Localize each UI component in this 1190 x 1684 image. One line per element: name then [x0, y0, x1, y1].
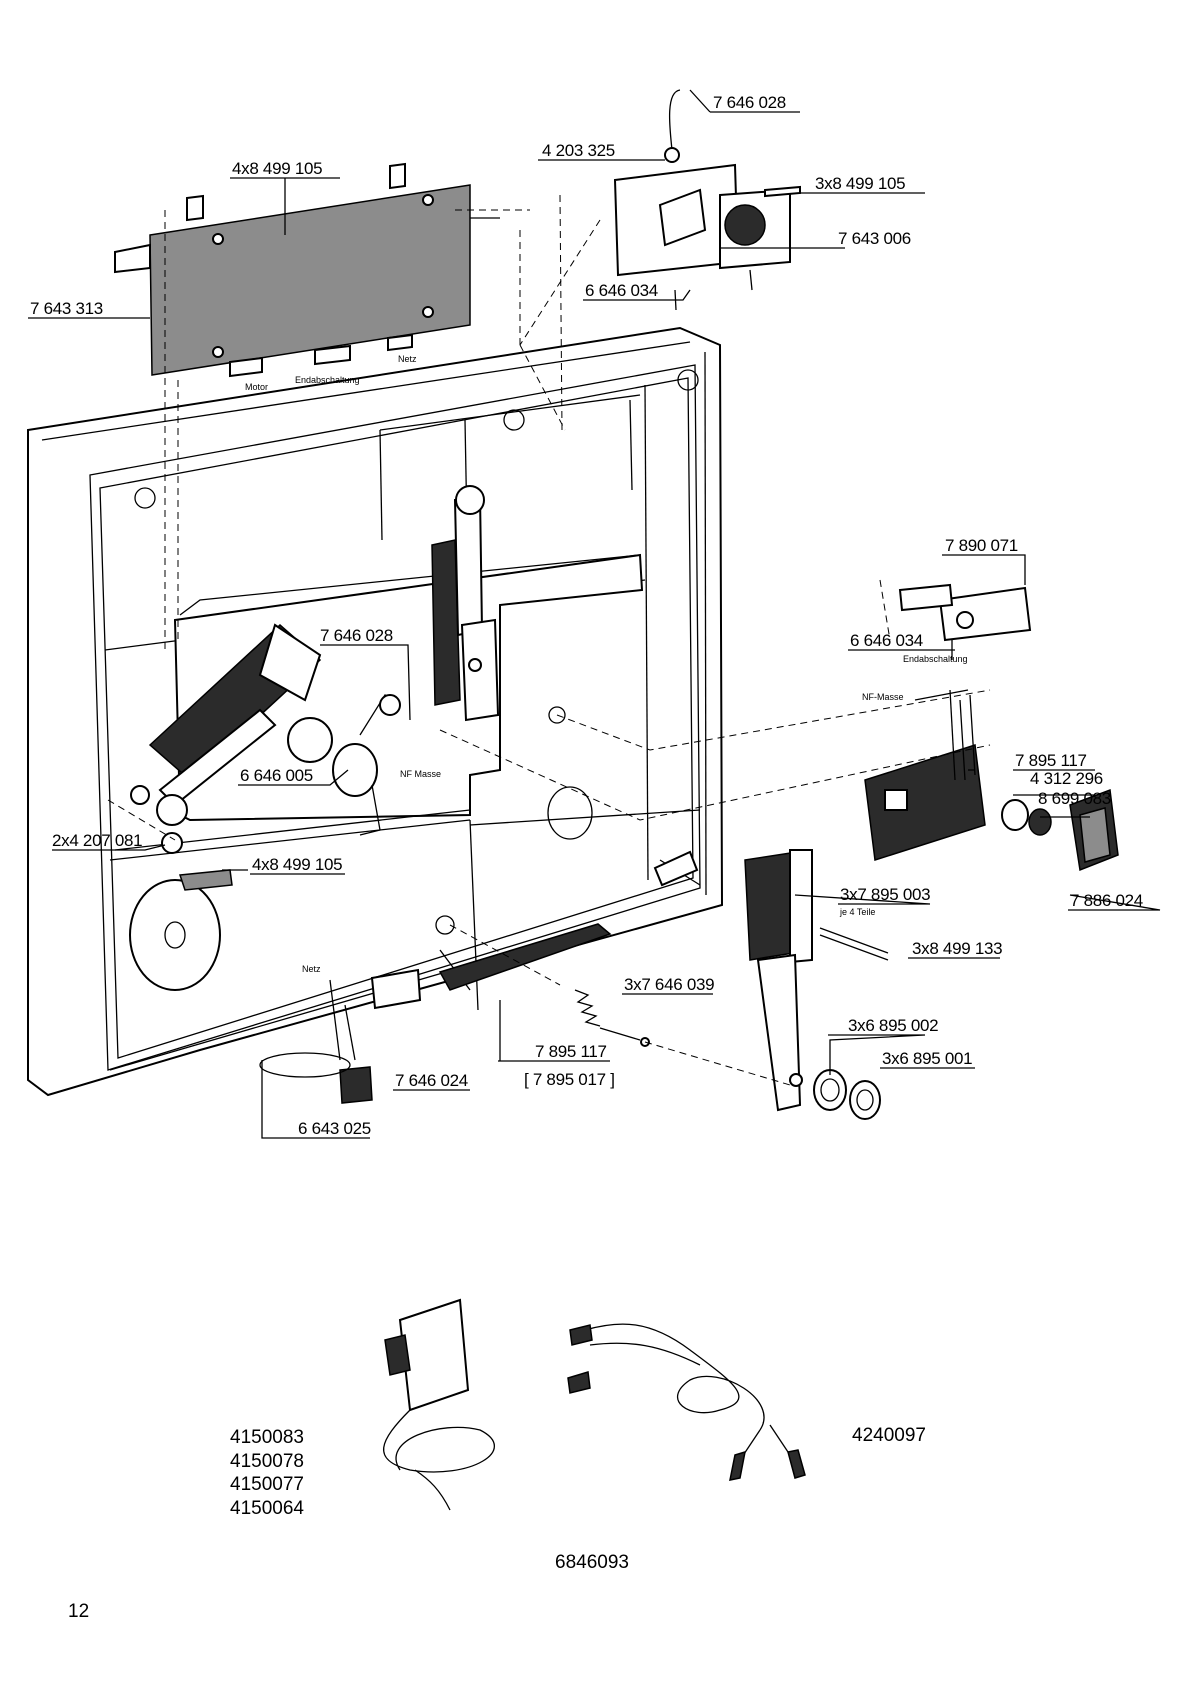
label-spring: 3x7 646 039 [624, 975, 714, 994]
label-foot-ring-a: 3x6 895 002 [848, 1016, 938, 1035]
label-nf-masse-inner: NF Masse [400, 769, 441, 779]
label-top-bracket-lever: 7 646 028 [713, 93, 786, 112]
switch-part [898, 583, 1032, 660]
label-top-bracket-spring: 4 203 325 [542, 141, 615, 160]
tonearm-block-part [130, 623, 333, 826]
clip-part [161, 694, 401, 854]
label-socket-washer: 4 312 296 [1030, 769, 1103, 788]
page-number: 12 [68, 1601, 89, 1622]
label-foot-note: je 4 Teile [839, 907, 875, 917]
label-foot-ring-b: 3x6 895 001 [882, 1049, 972, 1068]
board-part [114, 162, 500, 378]
label-nf-masse-right: NF-Masse [862, 692, 904, 702]
label-board-conn-netz: Netz [398, 354, 417, 364]
label-terminal-board: 7 895 117 [535, 1042, 607, 1061]
power-adapter-drawing [382, 1298, 495, 1511]
label-foot: 3x7 895 003 [840, 885, 930, 904]
adapter-number-2: 4150078 [230, 1451, 304, 1472]
label-switch-part: 7 890 071 [945, 536, 1018, 555]
label-spring-clip: 6 646 005 [240, 766, 313, 785]
spring-part [574, 989, 650, 1047]
set-number: 6846093 [555, 1552, 629, 1573]
leader-lines [28, 89, 1161, 1139]
label-top-bracket-pin: 6 646 034 [585, 281, 658, 300]
label-top-bracket-screws: 3x8 499 105 [815, 174, 905, 193]
part-labels: 7 646 028 4 203 325 3x8 499 105 7 643 00… [30, 93, 1143, 1138]
label-board-screws: 4x8 499 105 [232, 159, 322, 178]
label-board: 7 643 313 [30, 299, 103, 318]
label-switch-pin: 6 646 034 [850, 631, 923, 650]
cable-number: 4240097 [852, 1425, 926, 1446]
lever-part [431, 485, 500, 722]
label-board-conn-motor: Motor [245, 382, 268, 392]
socket-board-part [864, 689, 1119, 872]
adapter-number-3: 4150077 [230, 1474, 304, 1495]
motor-disc-part [129, 869, 233, 991]
label-endabschaltung-right: Endabschaltung [903, 654, 968, 664]
label-socket-board: 7 895 117 [1015, 751, 1087, 770]
label-foot-screw: 3x8 499 133 [912, 939, 1002, 958]
label-power-conn-base: 6 643 025 [298, 1119, 371, 1138]
label-terminal-board-alt: [ 7 895 017 ] [524, 1070, 615, 1089]
label-clamp-screws: 4x8 499 105 [252, 855, 342, 874]
foot-part [744, 849, 889, 1120]
power-connector-part [259, 979, 373, 1104]
audio-cable-drawing [567, 1323, 806, 1481]
label-clamp: 2x4 207 081 [52, 831, 142, 850]
label-socket-nut: 8 699 083 [1038, 789, 1111, 808]
adapter-number-1: 4150083 [230, 1427, 304, 1448]
label-board-conn-endabschaltung: Endabschaltung [295, 375, 360, 385]
label-netz-inner: Netz [302, 964, 321, 974]
label-socket-cover: 7 886 024 [1070, 891, 1143, 910]
label-power-conn: 7 646 024 [395, 1071, 468, 1090]
label-top-bracket-solenoid: 7 643 006 [838, 229, 911, 248]
adapter-number-4: 4150064 [230, 1498, 304, 1519]
accessory-labels: 4150083 4150078 4150077 4150064 4240097 … [230, 1425, 926, 1573]
switch-bracket-part [613, 89, 801, 311]
label-lever-main: 7 646 028 [320, 626, 393, 645]
dashed-lines [107, 194, 991, 1086]
